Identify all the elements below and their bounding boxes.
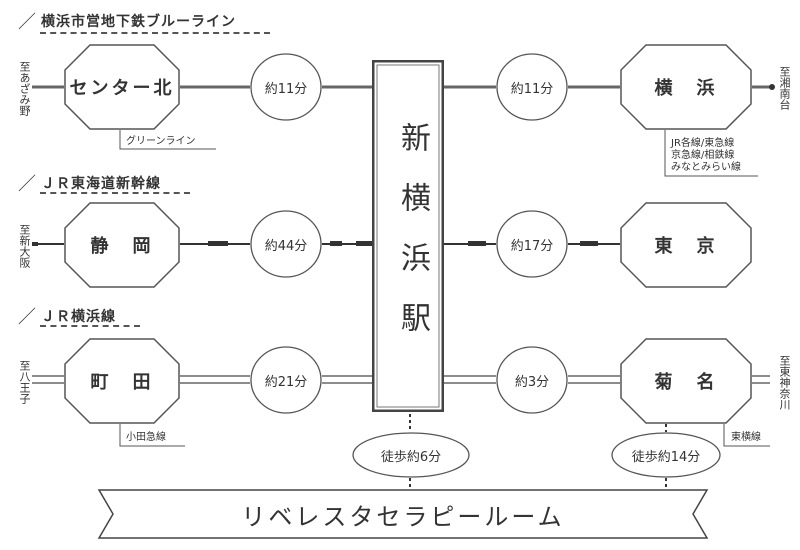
station-name: 静 岡 <box>90 236 154 257</box>
direction-label: 至あざみ野 <box>18 60 31 116</box>
station-center-kita: センター北 <box>64 44 180 130</box>
section-title-yokohama-line: ／ ＪＲ横浜線 <box>18 303 116 329</box>
station-name: センター北 <box>69 78 175 99</box>
station-name: 菊 名 <box>654 372 718 393</box>
section-title-text: ＪＲ東海道新幹線 <box>41 176 161 192</box>
section-title-text: ＪＲ横浜線 <box>41 309 116 325</box>
station-shizuoka: 静 岡 <box>64 202 180 288</box>
walk-time: 徒歩約14分 <box>631 449 701 465</box>
walk-bubble: 徒歩約14分 <box>611 432 721 478</box>
station-name: 東 京 <box>654 236 718 257</box>
section-title-text: 横浜市営地下鉄ブルーライン <box>41 14 236 30</box>
destination-banner: リベレスタセラピールーム <box>97 488 709 540</box>
station-tokyo: 東 京 <box>620 202 752 288</box>
line-note: みなとみらい線 <box>671 162 741 173</box>
station-machida: 町 田 <box>64 338 180 424</box>
slash-icon: ／ <box>18 307 37 328</box>
line-note: JR各線/東急線 <box>671 138 735 149</box>
hub-station-shin-yokohama: 新横浜駅 <box>372 60 444 412</box>
hub-station-name: 新横浜駅 <box>395 122 430 362</box>
line-note: グリーンライン <box>126 136 196 147</box>
time-bubble: 約44分 <box>250 210 322 278</box>
time-bubble: 約21分 <box>250 346 322 414</box>
destination-name: リベレスタセラピールーム <box>241 502 565 531</box>
section-underline <box>40 325 140 327</box>
travel-time: 約17分 <box>510 238 554 254</box>
direction-label: 至湘南台 <box>778 66 791 110</box>
time-bubble: 約11分 <box>496 53 568 121</box>
travel-time: 約11分 <box>510 81 554 97</box>
station-name: 町 田 <box>90 372 154 393</box>
walk-bubble: 徒歩約6分 <box>352 432 470 478</box>
slash-icon: ／ <box>18 12 37 33</box>
station-yokohama: 横 浜 <box>620 44 752 130</box>
time-bubble: 約11分 <box>250 53 322 121</box>
time-bubble: 約17分 <box>496 210 568 278</box>
travel-time: 約11分 <box>264 81 308 97</box>
section-underline <box>40 32 270 34</box>
line-note: 東横線 <box>731 432 761 443</box>
section-underline <box>40 192 190 194</box>
travel-time: 約21分 <box>264 374 308 390</box>
time-bubble: 約3分 <box>496 346 568 414</box>
walk-time: 徒歩約6分 <box>380 449 442 465</box>
line-note: 京急線/相鉄線 <box>671 150 735 161</box>
line-note: 小田急線 <box>126 432 166 443</box>
travel-time: 約44分 <box>264 238 308 254</box>
station-name: 横 浜 <box>654 78 718 99</box>
direction-label: 至新大阪 <box>18 224 31 268</box>
direction-label: 至八王子 <box>18 360 31 404</box>
section-title-tokaido: ／ ＪＲ東海道新幹線 <box>18 170 161 196</box>
station-kikuna: 菊 名 <box>620 338 752 424</box>
direction-label: 至東神奈川 <box>778 354 791 410</box>
travel-time: 約3分 <box>514 374 550 390</box>
section-title-blue-line: ／ 横浜市営地下鉄ブルーライン <box>18 8 236 34</box>
line-note-list: JR各線/東急線 京急線/相鉄線 みなとみらい線 <box>671 138 741 174</box>
slash-icon: ／ <box>18 174 37 195</box>
